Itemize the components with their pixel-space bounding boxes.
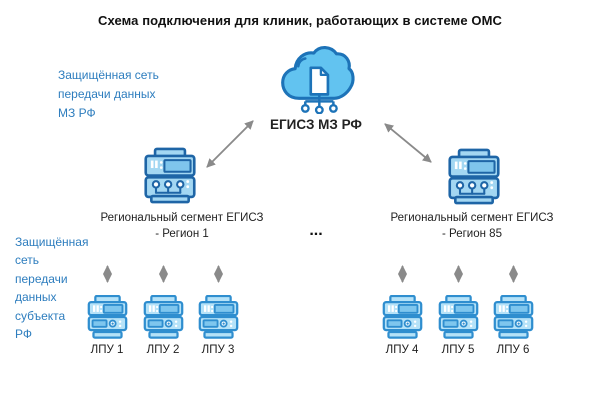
lpu-label: ЛПУ 2: [146, 344, 180, 356]
lpu-label: ЛПУ 1: [90, 344, 124, 356]
lpu-node: ЛПУ 3: [188, 295, 248, 356]
region-number: - Регион 85: [442, 227, 502, 240]
ellipsis: ...: [309, 222, 323, 239]
arrow-cloud-region1: [206, 120, 254, 168]
note-subject-network: Защищённая сеть передачи данных субъекта…: [15, 233, 88, 343]
region-name: Региональный сегмент ЕГИСЗ: [100, 212, 264, 224]
lpu-server-icon: [197, 295, 240, 340]
region-1-label: Региональный сегмент ЕГИСЗ - Регион 1: [82, 211, 282, 242]
lpu-node: ЛПУ 5: [428, 295, 488, 356]
note-line: передачи: [15, 271, 68, 286]
lpu-label: ЛПУ 5: [441, 344, 475, 356]
lpu-label: ЛПУ 6: [496, 344, 530, 356]
lpu-node: ЛПУ 4: [372, 295, 432, 356]
note-line: передачи данных: [58, 87, 156, 101]
cloud-network-icon: [281, 46, 355, 114]
note-line: Защищённая сеть: [58, 68, 159, 82]
note-line: МЗ РФ: [58, 106, 96, 120]
note-line: РФ: [15, 327, 32, 342]
region-85-label: Региональный сегмент ЕГИСЗ - Регион 85: [372, 211, 572, 242]
diagram-title: Схема подключения для клиник, работающих…: [97, 13, 503, 28]
cloud-label: ЕГИСЗ МЗ РФ: [270, 117, 362, 132]
lpu-server-icon: [86, 295, 129, 340]
lpu-label: ЛПУ 3: [201, 344, 235, 356]
note-line: Защищённая: [15, 235, 89, 249]
lpu-node: ЛПУ 2: [133, 295, 193, 356]
lpu-server-icon: [381, 295, 424, 340]
region-name: Региональный сегмент ЕГИСЗ: [390, 212, 554, 224]
note-line: субъекта: [15, 308, 66, 323]
lpu-label: ЛПУ 4: [385, 344, 419, 356]
lpu-server-icon: [142, 295, 185, 340]
note-line: данных: [15, 290, 57, 305]
lpu-node: ЛПУ 6: [483, 295, 543, 356]
note-line: сеть: [15, 253, 40, 268]
lpu-server-icon: [492, 295, 535, 340]
lpu-node: ЛПУ 1: [77, 295, 137, 356]
lpu-server-icon: [437, 295, 480, 340]
note-federal-network: Защищённая сеть передачи данных МЗ РФ: [58, 66, 159, 123]
arrow-cloud-region85: [384, 123, 432, 163]
region-number: - Регион 1: [155, 227, 209, 240]
